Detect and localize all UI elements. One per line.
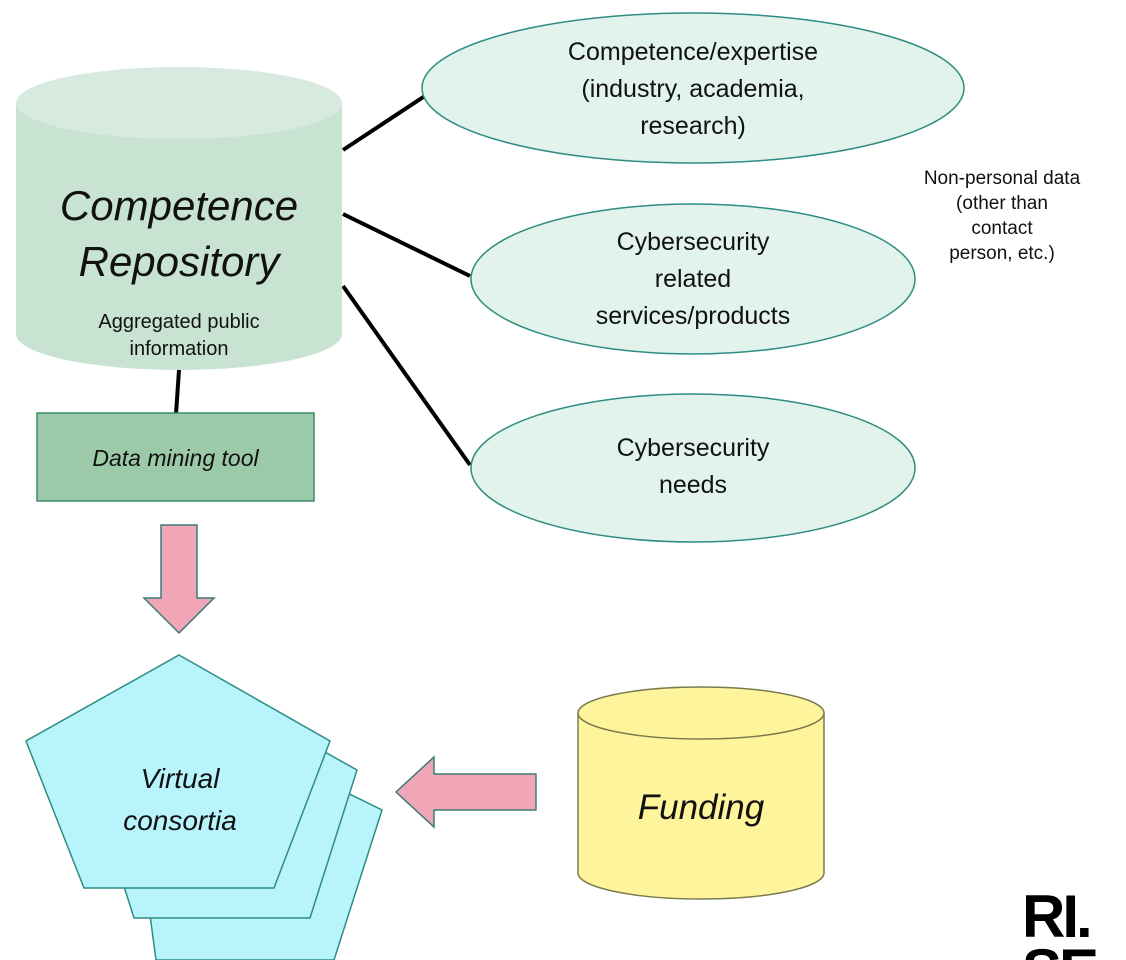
data-mining-tool-box [36, 412, 315, 502]
funding-top [577, 686, 825, 740]
consortium-pentagon [25, 654, 331, 889]
non-personal-data-note: Non-personal data (other than contact pe… [890, 166, 1114, 266]
logo-line: RI. [1022, 890, 1093, 950]
category-competence-label: Competence/expertise (industry, academia… [440, 34, 946, 145]
category-ellipse [470, 203, 916, 355]
category-line: services/products [595, 302, 791, 330]
down-arrow-icon [142, 524, 216, 635]
connector-line [341, 284, 472, 467]
category-line: related [654, 265, 732, 293]
virtual-consortia-label: Virtual consortia [60, 758, 300, 842]
funding-body [577, 712, 825, 900]
repository-cylinder [16, 67, 342, 370]
connector-line [342, 212, 471, 278]
left-arrow-icon [394, 755, 537, 829]
connector-line [174, 369, 181, 415]
repository-top [16, 67, 342, 139]
funding-label: Funding [637, 788, 765, 827]
category-services-label: Cybersecurity related services/products [488, 224, 898, 335]
category-line: Cybersecurity [616, 434, 770, 462]
category-line: research) [640, 112, 746, 140]
rise-logo: RI. SE [1022, 890, 1126, 960]
note-line: person, etc.) [949, 243, 1055, 264]
repository-title-line: Repository [78, 238, 280, 285]
repository-subtitle: Aggregated public information [16, 309, 342, 363]
category-ellipse [421, 12, 965, 164]
repository-title-line: Competence [59, 182, 299, 229]
funding-cylinder [577, 686, 825, 900]
logo-line: SE [1022, 941, 1126, 960]
consortia-line: Virtual [140, 763, 220, 794]
repository-subtitle-line: Aggregated public [98, 311, 260, 333]
category-line: Competence/expertise [567, 38, 819, 66]
category-needs-label: Cybersecurity needs [488, 430, 898, 504]
repository-subtitle-line: information [129, 338, 229, 360]
category-ellipse [470, 393, 916, 543]
note-line: Non-personal data [923, 168, 1081, 189]
note-line: contact [971, 218, 1033, 239]
consortia-line: consortia [123, 805, 237, 836]
data-mining-tool-label: Data mining tool [92, 445, 259, 471]
category-line: Cybersecurity [616, 228, 770, 256]
repository-title: Competence Repository [16, 178, 342, 290]
category-line: needs [658, 471, 728, 499]
category-line: (industry, academia, [581, 75, 805, 103]
note-line: (other than [956, 193, 1048, 214]
repository-body [16, 103, 342, 370]
